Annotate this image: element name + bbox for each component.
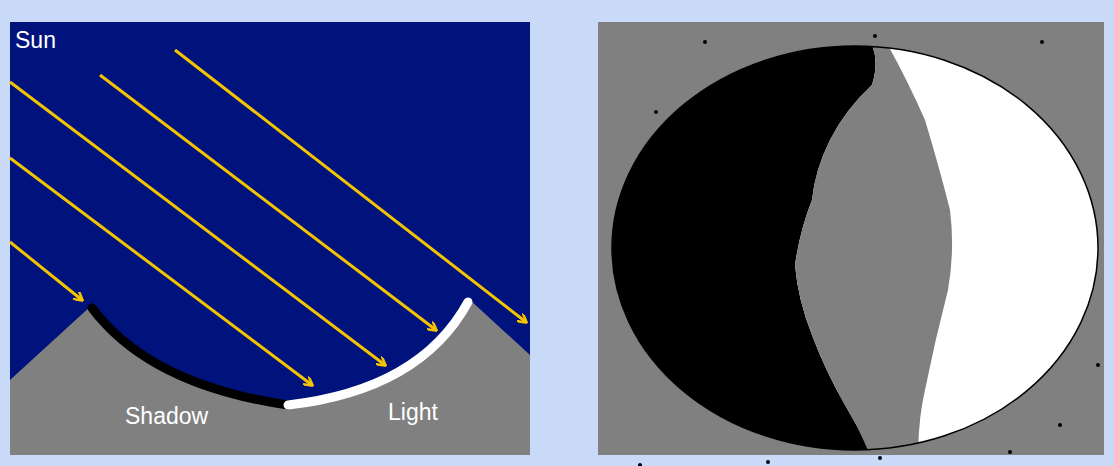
shadow-slope — [92, 308, 288, 405]
lit-slope — [288, 302, 468, 405]
light-label: Light — [388, 400, 438, 425]
side-view-panel — [10, 22, 530, 455]
shadow-label: Shadow — [125, 404, 208, 429]
top-view-panel — [598, 22, 1110, 466]
sun-label: Sun — [15, 28, 56, 53]
sun-rays — [10, 50, 526, 385]
crater-top-view — [600, 40, 1110, 460]
crater-ground — [10, 300, 530, 455]
night-sky — [10, 22, 530, 455]
crater-rim — [612, 46, 1098, 450]
